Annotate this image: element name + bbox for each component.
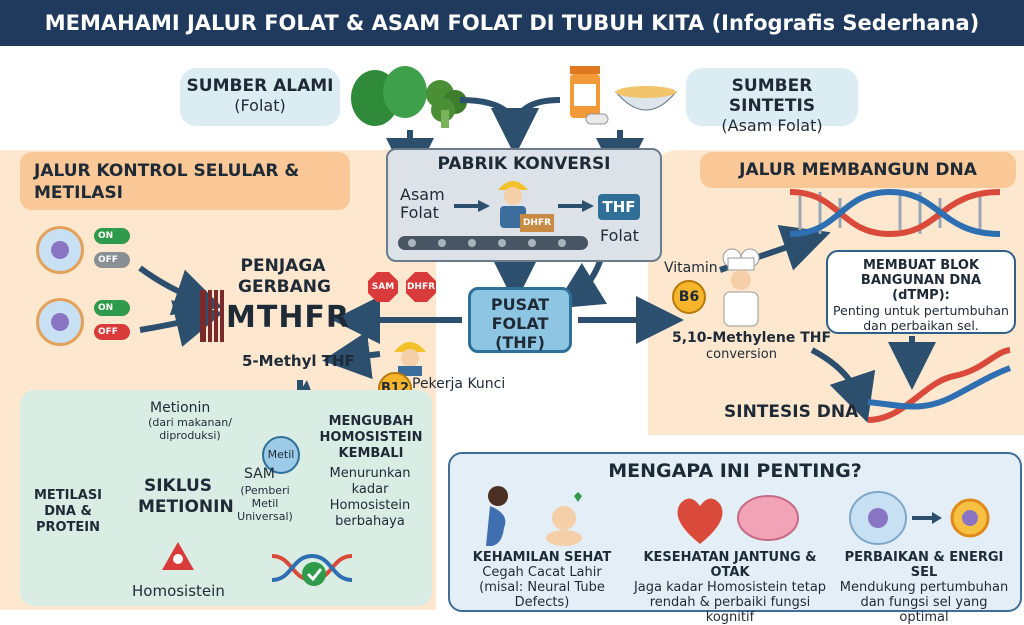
sam-label: SAM — [244, 466, 275, 482]
hardhat-worker-icon — [394, 342, 426, 376]
heart-brain-line-1: Jaga kadar Homosistein tetap — [633, 580, 827, 595]
mthfr-label: MTHFR — [226, 300, 351, 335]
conversion-factory: PABRIK KONVERSI Asam Folat DHFR THF Fola… — [386, 148, 662, 262]
factory-title: PABRIK KONVERSI — [437, 154, 611, 174]
dna-healthy-icon — [272, 553, 353, 586]
gatekeeper-title: PENJAGA GERBANG — [238, 256, 331, 297]
pregnancy-head: KEHAMILAN SEHAT — [472, 550, 612, 565]
methylation-label: METILASI DNA & PROTEIN — [33, 488, 103, 535]
cell-energy-line-1: Mendukung pertumbuhan — [839, 580, 1009, 595]
heart-brain-head: KESEHATAN JANTUNG & OTAK — [643, 550, 817, 580]
arrow-right-icon — [454, 200, 490, 212]
chef-icon — [722, 248, 760, 327]
synthetic-source-box: SUMBER SINTETIS (Asam Folat) — [686, 68, 858, 135]
dna-building-header: JALUR MEMBANGUN DNA — [700, 152, 1016, 188]
dna-synthesis-label: SINTESIS DNA — [724, 402, 859, 422]
why-title: MENGAPA INI PENTING? — [608, 460, 862, 482]
b6-badge: B6 — [672, 280, 706, 314]
stop-sign-dhfr: DHFR — [406, 272, 436, 302]
leafy-greens-icon — [351, 66, 467, 128]
heart-brain-icon — [677, 495, 799, 544]
methylene-thf-label: 5,10-Methylene THF — [672, 330, 832, 346]
key-worker-label: Pekerja Kunci — [412, 376, 506, 392]
heart-brain-line-2: rendah & perbaiki fungsi kognitif — [649, 595, 811, 625]
arrow-right-icon-2 — [558, 200, 594, 212]
methionine-cycle-panel — [20, 390, 432, 606]
hazard-icon — [162, 542, 194, 570]
synthetic-source-sub: (Asam Folat) — [721, 116, 823, 135]
supplement-cereal-icon — [570, 66, 678, 125]
dna-helix-icon-2 — [867, 347, 1012, 423]
pregnancy-line-2: (misal: Neural Tube Defects) — [479, 580, 605, 610]
dna-helix-icon — [790, 188, 1001, 238]
toggle-on-1: ON — [94, 228, 130, 244]
cell-icon — [36, 226, 84, 274]
conveyor-belt — [398, 236, 588, 250]
vitamin-label: Vitamin — [664, 260, 718, 276]
dtmp-title: MEMBUAT BLOK BANGUNAN DNA (dTMP): — [860, 258, 982, 303]
toggle-off-1: OFF — [94, 252, 130, 268]
toggle-on-2: ON — [94, 300, 130, 316]
gate-icon — [200, 290, 224, 342]
dtmp-callout: MEMBUAT BLOK BANGUNAN DNA (dTMP): Pentin… — [826, 250, 1016, 334]
recycle-text: Menurunkan kadar Homosistein berbahaya — [329, 466, 411, 529]
cell-energy-head: PERBAIKAN & ENERGI SEL — [844, 550, 1004, 580]
page-title: MEMAHAMI JALUR FOLAT & ASAM FOLAT DI TUB… — [0, 0, 1024, 46]
pregnancy-line-1: Cegah Cacat Lahir — [482, 565, 602, 580]
cycle-title: SIKLUS METIONIN — [138, 476, 234, 517]
methyl-thf-label: 5-Methyl THF — [242, 352, 355, 370]
sam-sub: (Pemberi Metil Universal) — [237, 484, 293, 523]
pregnancy-baby-icon — [486, 486, 582, 546]
thf-tag: THF — [598, 194, 640, 220]
homocysteine-label: Homosistein — [132, 582, 225, 600]
cell-icon-2 — [36, 298, 84, 346]
natural-source-sub: (Folat) — [234, 96, 286, 115]
cellular-control-header: JALUR KONTROL SELULAR & METILASI — [20, 152, 350, 210]
worker-icon — [498, 181, 528, 228]
dtmp-text: Penting untuk pertumbuhan dan perbaikan … — [833, 303, 1009, 333]
dhfr-crate: DHFR — [520, 214, 554, 232]
methyl-bubble: Metil — [262, 436, 300, 474]
synthetic-source-title: SUMBER SINTETIS — [728, 76, 816, 116]
natural-source-box: SUMBER ALAMI (Folat) — [180, 68, 340, 126]
factory-input-label: Asam Folat — [400, 185, 445, 222]
natural-source-title: SUMBER ALAMI — [186, 76, 334, 96]
toggle-off-2: OFF — [94, 324, 130, 340]
cell-energy-icon — [849, 491, 990, 545]
recycle-title: MENGUBAH HOMOSISTEIN KEMBALI — [319, 414, 423, 461]
pregnancy-item: KEHAMILAN SEHAT Cegah Cacat Lahir (misal… — [454, 550, 630, 610]
cell-energy-line-2: dan fungsi sel yang optimal — [860, 595, 988, 625]
conversion-label: conversion — [706, 347, 777, 362]
why-it-matters-panel: MENGAPA INI PENTING? KEHAMILAN SEHAT Ceg… — [448, 452, 1022, 625]
methionine-label: Metionin — [150, 400, 211, 416]
factory-output-label: Folat — [600, 226, 639, 245]
folate-hub: PUSAT FOLAT (THF) — [468, 287, 572, 353]
stop-sign-sam: SAM — [368, 272, 398, 302]
methionine-sub: (dari makanan/ diproduksi) — [148, 416, 232, 442]
